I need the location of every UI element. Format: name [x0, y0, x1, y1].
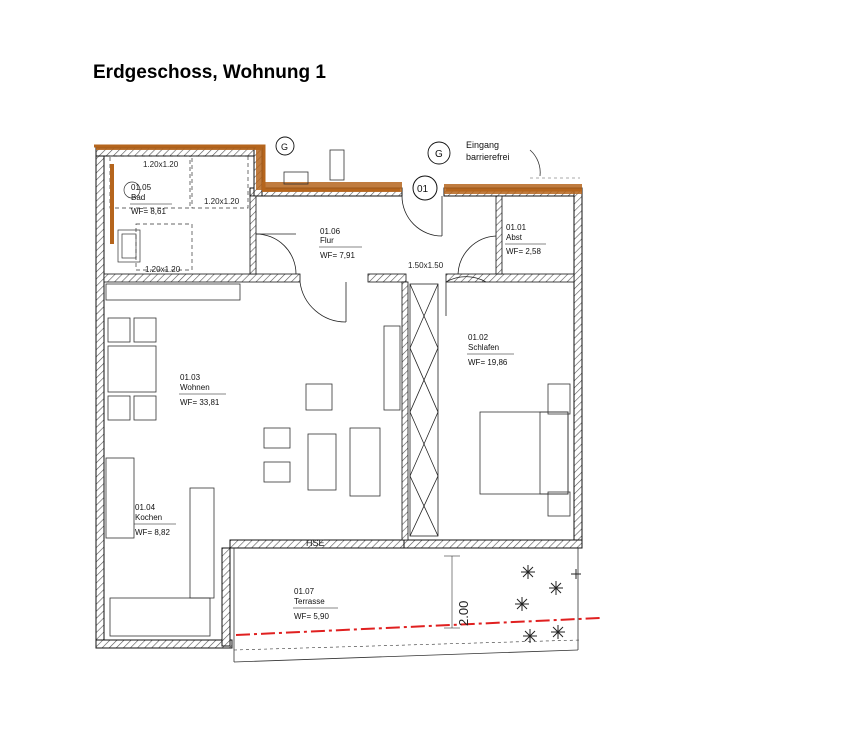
terrace [233, 548, 601, 663]
svg-text:Bad: Bad [131, 193, 145, 202]
dim-terrace-depth: 2.00 [456, 601, 471, 626]
svg-text:Wohnen: Wohnen [180, 383, 210, 392]
bathroom-fixtures [109, 155, 249, 271]
svg-text:WF= 7,91: WF= 7,91 [320, 251, 355, 260]
svg-text:01.01: 01.01 [506, 223, 527, 232]
svg-text:WF= 5,90: WF= 5,90 [294, 612, 329, 621]
interior-walls [103, 195, 575, 541]
dim-bad-bottom: 1.20x1.20 [145, 265, 181, 274]
dim-bad-right: 1.20x1.20 [204, 197, 240, 206]
page-title: Erdgeschoss, Wohnung 1 [93, 62, 326, 83]
living-furniture [105, 283, 401, 637]
bed [479, 383, 571, 517]
dim-flur-turn: 1.50x1.50 [408, 261, 444, 270]
room-label-kochen: 01.04 Kochen WF= 8,82 [134, 503, 176, 537]
svg-text:WF= 19,86: WF= 19,86 [468, 358, 508, 367]
room-label-wohnen: 01.03 Wohnen WF= 33,81 [179, 373, 226, 407]
svg-text:01.06: 01.06 [320, 227, 341, 236]
svg-text:01.07: 01.07 [294, 587, 315, 596]
wardrobe [409, 283, 439, 537]
entrance-marker-left: G [281, 142, 288, 152]
svg-text:Terrasse: Terrasse [294, 597, 325, 606]
svg-text:Kochen: Kochen [135, 513, 162, 522]
insulation-fill [96, 146, 582, 194]
entrance-text-line2: barrierefrei [466, 152, 510, 162]
svg-text:01.04: 01.04 [135, 503, 156, 512]
dim-bad-top: 1.20x1.20 [143, 160, 179, 169]
svg-text:WF= 2,58: WF= 2,58 [506, 247, 541, 256]
svg-text:Flur: Flur [320, 236, 334, 245]
entrance-text-line1: Eingang [466, 140, 499, 150]
entrance-area [275, 136, 580, 201]
svg-text:01.05: 01.05 [131, 183, 152, 192]
doors [255, 195, 497, 323]
svg-text:01.03: 01.03 [180, 373, 201, 382]
entrance-marker: G [435, 149, 443, 160]
room-label-bad: 01.05 Bad WF= 8,61 [130, 183, 172, 216]
room-label-abst: 01.01 Abst WF= 2,58 [505, 223, 546, 256]
apartment-marker: 01 [417, 184, 429, 195]
door-label-hse: HSE [306, 538, 325, 548]
plants [515, 565, 581, 643]
svg-text:Schlafen: Schlafen [468, 343, 499, 352]
svg-text:WF= 33,81: WF= 33,81 [180, 398, 220, 407]
svg-text:01.02: 01.02 [468, 333, 489, 342]
svg-text:Abst: Abst [506, 233, 523, 242]
svg-text:WF= 8,82: WF= 8,82 [135, 528, 170, 537]
room-label-flur: 01.06 Flur WF= 7,91 [319, 227, 362, 260]
svg-text:WF= 8,61: WF= 8,61 [131, 207, 166, 216]
room-label-schlafen: 01.02 Schlafen WF= 19,86 [467, 333, 514, 367]
room-label-terrasse: 01.07 Terrasse WF= 5,90 [293, 587, 338, 621]
